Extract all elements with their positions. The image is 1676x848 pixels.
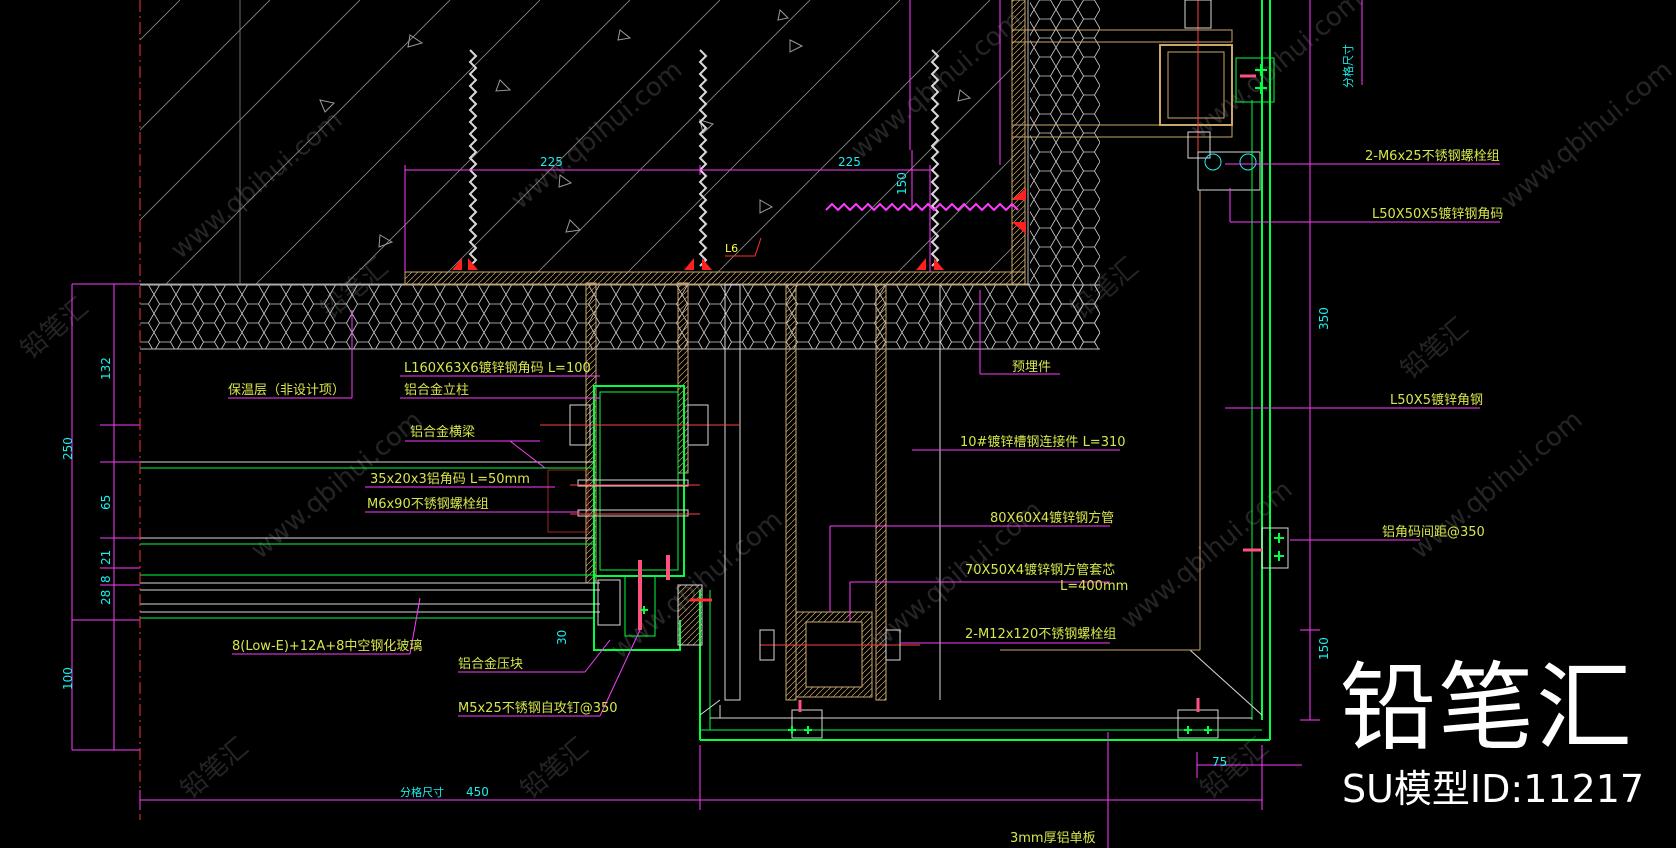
dim-350: 350 bbox=[1317, 307, 1331, 330]
label-embed: 预埋件 bbox=[1012, 360, 1051, 375]
label-transom: 铝合金横梁 bbox=[410, 424, 475, 440]
dim-150-top: 150 bbox=[895, 172, 909, 195]
dim-75: 75 bbox=[1212, 755, 1227, 769]
dim-150-right: 150 bbox=[1317, 637, 1331, 660]
dim-65: 65 bbox=[99, 495, 113, 510]
model-id: SU模型ID:11217 bbox=[1342, 767, 1645, 811]
label-pressure: 铝合金压块 bbox=[458, 656, 523, 672]
label-alu-code: 35x20x3铝角码 L=50mm bbox=[370, 472, 530, 487]
label-m6-bolt: 2-M6x25不锈钢螺栓组 bbox=[1365, 149, 1500, 164]
label-screw: M5x25不锈钢自攻钉@350 bbox=[458, 701, 618, 716]
dim-28: 28 bbox=[99, 590, 113, 605]
dim-21: 21 bbox=[99, 550, 113, 565]
bracket-assembly bbox=[1159, 0, 1275, 191]
dim-250: 250 bbox=[61, 437, 75, 460]
mullion-section bbox=[540, 282, 740, 651]
watermark-text: 铅笔汇 bbox=[15, 292, 94, 365]
grid-size-right: 分格尺寸 bbox=[1341, 44, 1355, 88]
weld-marks bbox=[452, 188, 1026, 270]
label-panel: 3mm厚铝单板 bbox=[1010, 831, 1096, 846]
anchor-bolts bbox=[468, 49, 1019, 267]
label-glass: 8(Low-E)+12A+8中空钢化玻璃 bbox=[232, 639, 422, 654]
dim-225-a: 225 bbox=[540, 155, 563, 169]
label-alu-spacing: 铝角码间距@350 bbox=[1382, 525, 1485, 540]
concrete-wall bbox=[140, 0, 1030, 285]
watermark-text: www.qbihui.com bbox=[1495, 55, 1676, 215]
grid-size-bottom: 分格尺寸 bbox=[400, 785, 444, 799]
label-m12: 2-M12x120不锈钢螺栓组 bbox=[965, 627, 1116, 642]
embed-plate bbox=[404, 0, 1233, 286]
watermark-text: www.qbihui.com bbox=[1185, 0, 1368, 145]
brand-logo-text: 铅笔汇 bbox=[1340, 652, 1634, 764]
top-dimensions bbox=[404, 0, 1001, 272]
label-m6x90: M6x90不锈钢螺栓组 bbox=[367, 497, 489, 512]
dim-l6: L6 bbox=[725, 242, 738, 255]
label-mullion: 铝合金立柱 bbox=[404, 382, 469, 398]
label-l50-angle-code: L50X50X5镀锌钢角码 bbox=[1372, 206, 1503, 222]
dim-450: 450 bbox=[466, 785, 489, 799]
label-channel: 10#镀锌槽钢连接件 L=310 bbox=[960, 434, 1126, 450]
glass-unit bbox=[140, 461, 600, 619]
panel-frame bbox=[699, 0, 1289, 741]
label-tube70a: 70X50X4镀锌钢方管套芯 bbox=[965, 562, 1115, 578]
leader-lines bbox=[228, 163, 1500, 848]
watermark-text: www.qbihui.com bbox=[1405, 405, 1588, 565]
label-insulation: 保温层（非设计项） bbox=[228, 383, 345, 398]
steel-channel bbox=[724, 284, 941, 701]
label-l160: L160X63X6镀锌钢角码 L=100 bbox=[404, 360, 591, 376]
watermark-text: 铅笔汇 bbox=[1395, 312, 1474, 385]
watermark-text: 铅笔汇 bbox=[515, 732, 594, 805]
label-tube70b: L=400mm bbox=[1060, 579, 1128, 594]
watermark-text: 铅笔汇 bbox=[175, 732, 254, 805]
dim-132: 132 bbox=[99, 357, 113, 380]
left-dimensions bbox=[71, 0, 1263, 820]
label-l50-angle: L50X5镀锌角钢 bbox=[1390, 392, 1483, 408]
dim-225-b: 225 bbox=[838, 155, 861, 169]
dim-100: 100 bbox=[61, 667, 75, 690]
insulation-band bbox=[140, 284, 1100, 350]
dim-8: 8 bbox=[99, 575, 113, 583]
label-tube80: 80X60X4镀锌钢方管 bbox=[990, 510, 1114, 526]
dim-30: 30 bbox=[555, 630, 569, 645]
